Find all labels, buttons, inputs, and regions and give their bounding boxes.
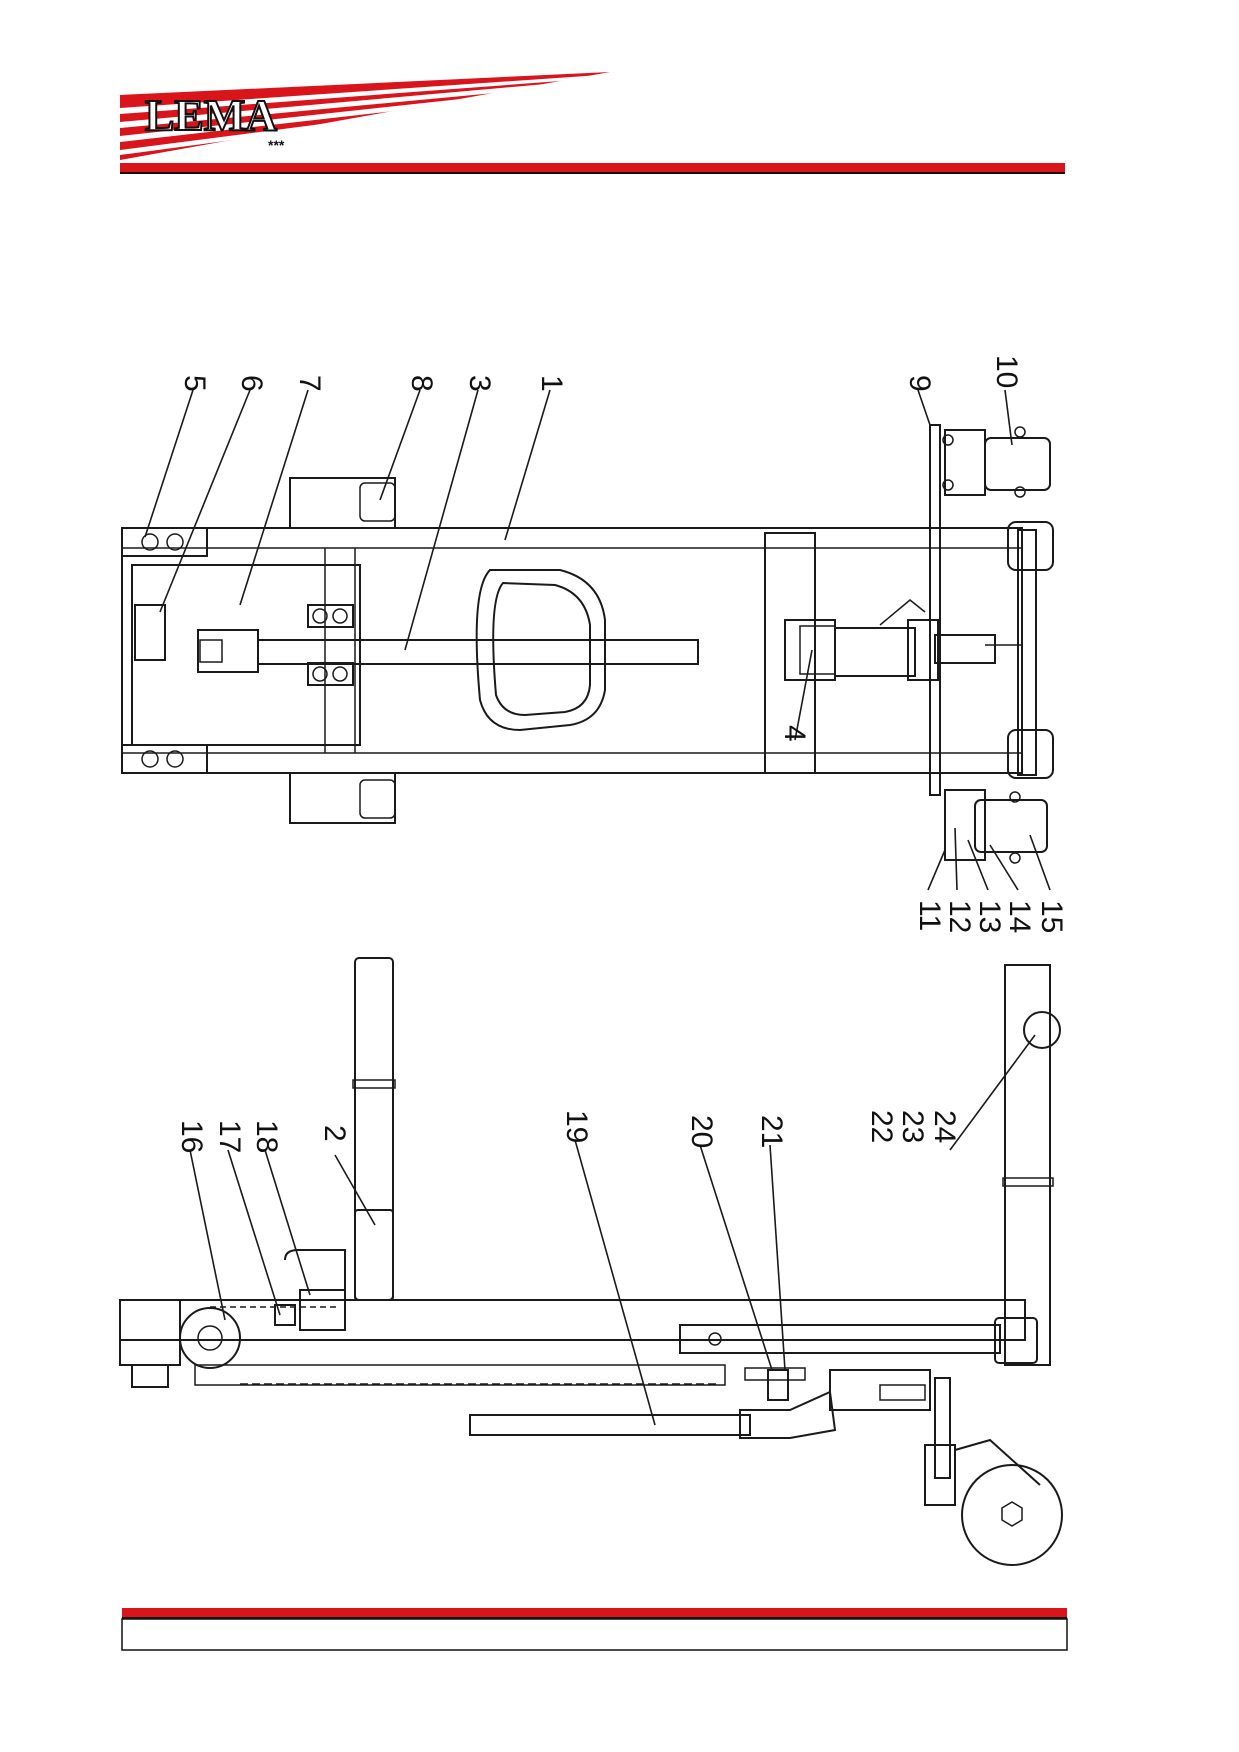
callout-15: 15 — [1035, 900, 1068, 933]
top-view-leaders — [144, 389, 1051, 891]
callout-22: 22 — [865, 1110, 898, 1143]
callout-23: 23 — [896, 1110, 929, 1143]
logo-stars: *** — [268, 137, 285, 153]
callout-18: 18 — [250, 1120, 283, 1153]
logo-wordmark: LEMA — [145, 91, 277, 140]
callout-14: 14 — [1003, 900, 1036, 933]
lema-logo: LEMA *** — [120, 72, 1065, 174]
callout-5: 5 — [178, 375, 211, 392]
callout-3: 3 — [463, 375, 496, 392]
callout-13: 13 — [973, 900, 1006, 933]
side-view-leaders — [189, 1034, 1036, 1426]
side-view-drawing — [119, 957, 1063, 1566]
callout-10: 10 — [990, 355, 1023, 388]
callout-9: 9 — [903, 375, 936, 392]
callout-19: 19 — [560, 1110, 593, 1143]
footer-bar — [121, 1608, 1068, 1651]
top-view-callouts: 5 6 7 8 3 1 9 10 4 11 12 13 14 15 — [178, 355, 1068, 933]
callout-1: 1 — [535, 375, 568, 392]
callout-16: 16 — [175, 1120, 208, 1153]
callout-12: 12 — [943, 900, 976, 933]
callout-24: 24 — [928, 1110, 961, 1143]
callout-21: 21 — [755, 1115, 788, 1148]
callout-6: 6 — [235, 375, 268, 392]
callout-7: 7 — [293, 375, 326, 392]
callout-8: 8 — [405, 375, 438, 392]
callout-2: 2 — [318, 1125, 351, 1142]
callout-17: 17 — [213, 1120, 246, 1153]
callout-11: 11 — [913, 900, 946, 931]
top-view-drawing — [121, 424, 1054, 864]
callout-20: 20 — [685, 1115, 718, 1148]
callout-4: 4 — [778, 725, 811, 742]
side-view-callouts: 16 17 18 2 19 20 21 22 23 24 — [175, 1110, 961, 1153]
